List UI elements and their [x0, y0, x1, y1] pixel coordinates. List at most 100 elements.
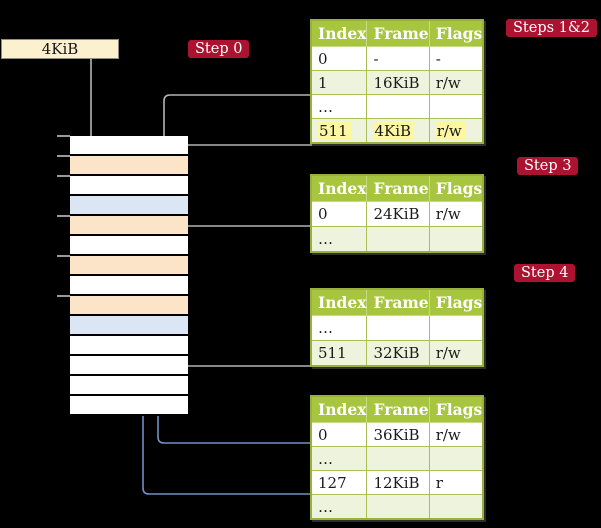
table-cell: 32KiB	[366, 340, 430, 367]
table-cell: 0	[310, 422, 368, 447]
table-cell: r/w	[428, 70, 484, 95]
table-header-row: Index Frame Flags	[310, 395, 484, 423]
table-cell	[428, 494, 484, 520]
table-cell	[366, 315, 430, 341]
table-header-row: Index Frame Flags	[310, 19, 484, 47]
wire-root-entry1-to-16kib	[163, 94, 366, 220]
address-tick	[57, 215, 70, 217]
address-tick	[57, 175, 70, 177]
memory-frame-row-blue	[70, 196, 188, 216]
table-row: 0--	[310, 46, 484, 71]
table-header-row: Index Frame Flags	[310, 288, 484, 316]
steps-1-2-label: Steps 1&2	[506, 19, 598, 37]
memory-frame-row-white	[70, 136, 188, 156]
table-cell: 16KiB	[366, 70, 430, 95]
table-row: …	[310, 315, 484, 341]
header-flags: Flags	[428, 288, 484, 316]
table-row: …	[310, 226, 484, 253]
table-cell: 511	[310, 340, 368, 367]
step-4-label: Step 4	[514, 264, 576, 282]
memory-frame-row-orange	[70, 296, 188, 316]
memory-frame-row-white	[70, 336, 188, 356]
header-frame: Frame	[366, 395, 430, 423]
table-cell: r	[428, 470, 484, 495]
table-cell: -	[428, 46, 484, 71]
table-cell	[366, 94, 430, 119]
table-cell: …	[310, 94, 368, 119]
table-cell: -	[366, 46, 430, 71]
table-cell	[366, 226, 430, 253]
table-cell: 1	[310, 70, 368, 95]
table-cell: 127	[310, 470, 368, 495]
table-cell: 0	[310, 46, 368, 71]
table-cell: r/w	[428, 340, 484, 367]
header-frame: Frame	[366, 19, 430, 47]
table-cell: …	[310, 446, 368, 471]
header-index: Index	[310, 288, 368, 316]
memory-frame-row-orange	[70, 216, 188, 236]
table-cell: 24KiB	[366, 201, 430, 227]
step-3-label: Step 3	[517, 157, 579, 175]
memory-frame-row-blue	[70, 316, 188, 336]
table-cell	[366, 446, 430, 471]
wire-l4-entry127-to-12kib	[142, 212, 372, 495]
memory-frame-row-white	[70, 396, 188, 416]
address-tick	[57, 295, 70, 297]
header-flags: Flags	[428, 19, 484, 47]
header-index: Index	[310, 395, 368, 423]
memory-frame-row-white	[70, 376, 188, 396]
table-cell: 36KiB	[366, 422, 430, 447]
table-cell: r/w	[428, 422, 484, 447]
highlighted-value: 4KiB	[373, 121, 415, 140]
table-cell: 0	[310, 201, 368, 227]
physical-memory-column	[70, 136, 188, 416]
wire-l4-entry0-to-36kib	[157, 330, 372, 444]
table-cell: …	[310, 315, 368, 341]
table-cell: 511	[310, 118, 368, 144]
table-cell: r/w	[428, 201, 484, 227]
memory-frame-row-white	[70, 176, 188, 196]
address-tick	[57, 155, 70, 157]
table-cell	[366, 494, 430, 520]
header-frame: Frame	[366, 288, 430, 316]
table-row: …	[310, 446, 484, 471]
table-row: 511 4KiB r/w	[310, 118, 484, 144]
table-cell: r/w	[428, 118, 484, 144]
address-tick	[57, 135, 70, 137]
wire-root-entry511-to-4kib	[174, 144, 366, 159]
header-index: Index	[310, 19, 368, 47]
highlighted-value: r/w	[435, 121, 465, 140]
table-cell: 4KiB	[366, 118, 430, 144]
table-row: …	[310, 494, 484, 520]
header-flags: Flags	[428, 395, 484, 423]
table-cell: …	[310, 494, 368, 520]
physical-address-label-box: 4KiB	[1, 39, 119, 59]
step-0-label: Step 0	[188, 40, 250, 58]
memory-frame-row-white	[70, 276, 188, 296]
table-cell	[428, 315, 484, 341]
header-frame: Frame	[366, 174, 430, 202]
table-cell	[428, 226, 484, 253]
address-tick	[57, 255, 70, 257]
table-row: …	[310, 94, 484, 119]
header-flags: Flags	[428, 174, 484, 202]
memory-frame-row-white	[70, 236, 188, 256]
table-cell	[428, 446, 484, 471]
memory-frame-row-orange	[70, 156, 188, 176]
table-cell: 12KiB	[366, 470, 430, 495]
memory-frame-row-white	[70, 356, 188, 376]
memory-frame-row-orange	[70, 256, 188, 276]
table-cell: …	[310, 226, 368, 253]
highlighted-value: 511	[318, 121, 351, 140]
table-cell	[428, 94, 484, 119]
